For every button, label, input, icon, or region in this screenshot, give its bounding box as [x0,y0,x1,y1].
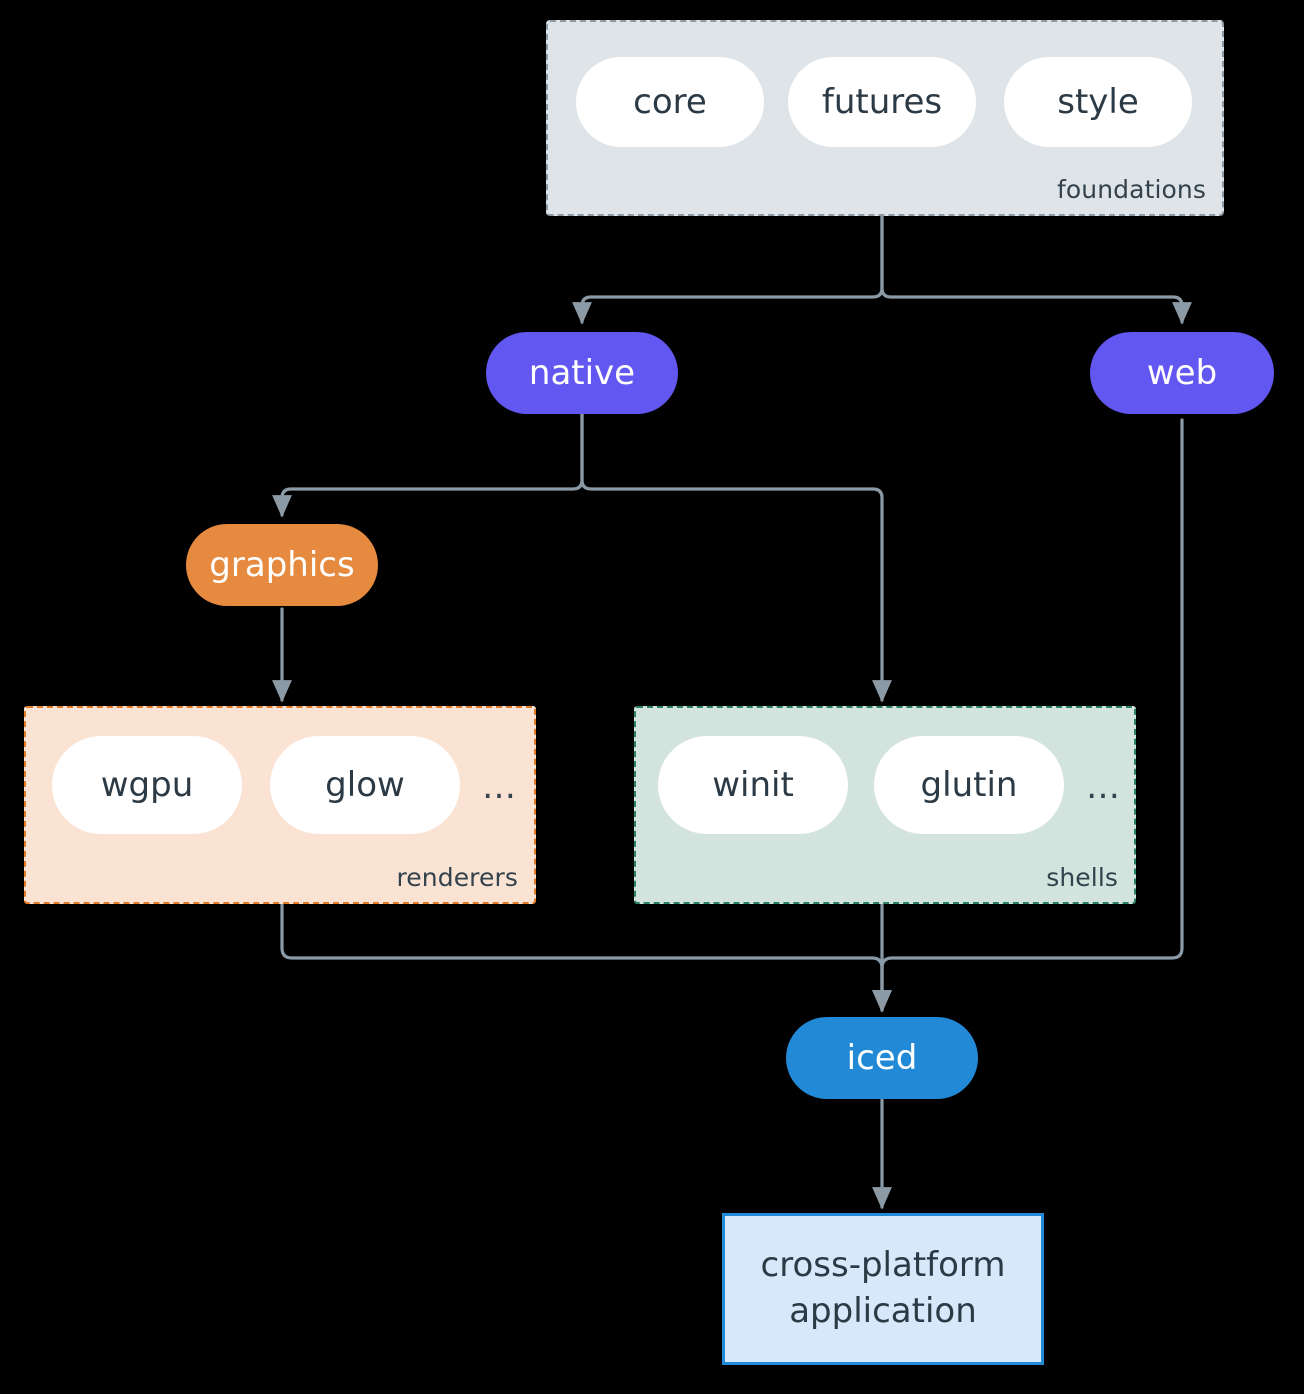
group-renderers: wgpu glow … renderers [24,706,536,904]
edge-web-iced [872,418,1184,1013]
edge-native-graphics [272,410,584,518]
node-futures[interactable]: futures [788,57,976,147]
node-winit-label: winit [712,765,794,805]
node-iced-label: iced [846,1038,918,1078]
group-foundations-label: foundations [1057,175,1206,204]
node-wgpu-label: wgpu [100,765,194,805]
node-style[interactable]: style [1004,57,1192,147]
node-web[interactable]: web [1090,332,1274,414]
node-glutin[interactable]: glutin [874,736,1064,834]
group-foundations: core futures style foundations [546,20,1224,216]
node-style-label: style [1057,82,1139,122]
node-application-label-line2: application [789,1291,977,1331]
node-futures-label: futures [821,82,943,122]
node-application-label-line1: cross-platform [760,1245,1006,1286]
edge-renderers-iced [280,903,892,1013]
node-web-label: web [1146,353,1218,393]
edge-foundations-native [572,214,884,325]
node-application[interactable]: cross-platform application [722,1213,1044,1365]
edge-foundations-web [880,214,1192,325]
renderers-overflow-ellipsis: … [482,767,517,807]
node-native[interactable]: native [486,332,678,414]
group-renderers-label: renderers [396,863,518,892]
node-graphics[interactable]: graphics [186,524,378,606]
node-core-label: core [633,82,707,122]
group-shells: winit glutin … shells [634,706,1136,904]
edge-native-shells [580,410,892,703]
node-native-label: native [528,353,636,393]
group-shells-label: shells [1046,863,1118,892]
node-winit[interactable]: winit [658,736,848,834]
node-glow-label: glow [325,765,405,805]
node-glow[interactable]: glow [270,736,460,834]
node-wgpu[interactable]: wgpu [52,736,242,834]
node-graphics-label: graphics [209,545,355,585]
node-core[interactable]: core [576,57,764,147]
shells-overflow-ellipsis: … [1086,767,1121,807]
node-glutin-label: glutin [920,765,1018,805]
node-iced[interactable]: iced [786,1017,978,1099]
